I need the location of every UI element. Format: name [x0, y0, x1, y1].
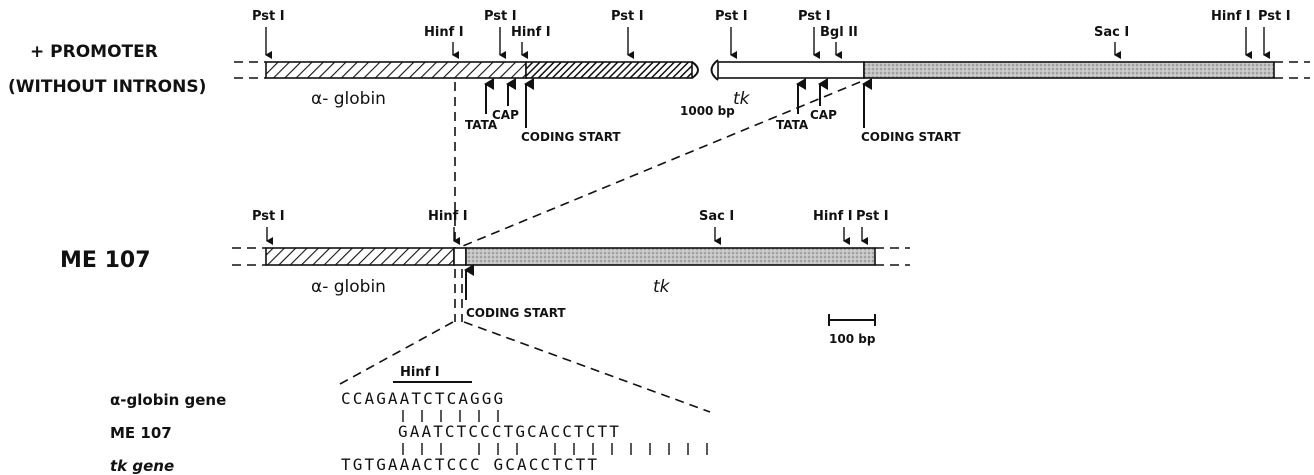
top-alpha-coding-start: CODING START	[521, 78, 621, 144]
top-tk-label: tk	[733, 89, 751, 109]
svg-text:CODING START: CODING START	[861, 130, 961, 144]
svg-text:Pst I: Pst I	[715, 9, 748, 24]
top-construct: + PROMOTER (WITHOUT INTRONS) Pst I Hinf …	[8, 9, 1310, 144]
me107-alpha-globin-label: α- globin	[311, 277, 386, 297]
top-alpha-globin-label: α- globin	[311, 89, 386, 109]
me107-site-hinf1: Hinf I	[428, 209, 468, 245]
hinf1-site-label: Hinf I	[400, 365, 440, 380]
break-size-label: 1000 bp	[680, 104, 735, 118]
svg-text:Pst I: Pst I	[252, 209, 285, 224]
top-site-sac1: Sac I	[1094, 25, 1129, 59]
scale-bar: 100 bp	[828, 314, 876, 346]
me107-alpha-globin-segment	[265, 247, 455, 266]
top-construct-label-line2: (WITHOUT INTRONS)	[8, 77, 206, 97]
tk-gene-sequence: TGTGAAACTCCC GCACCTCTT	[341, 455, 599, 474]
svg-text:Hinf I: Hinf I	[813, 209, 853, 224]
svg-text:Sac I: Sac I	[1094, 25, 1129, 40]
top-alpha-cap: CAP	[492, 78, 519, 122]
top-site-pst1-d: Pst I	[715, 9, 748, 59]
top-site-hinf1-a: Hinf I	[424, 25, 464, 59]
top-construct-label-line1: + PROMOTER	[30, 42, 158, 62]
svg-text:Pst I: Pst I	[1258, 9, 1291, 24]
svg-text:Hinf I: Hinf I	[511, 25, 551, 40]
break-mark-right	[710, 59, 719, 81]
svg-text:CAP: CAP	[492, 108, 519, 122]
tk-gene-label: tk gene	[110, 457, 174, 475]
svg-text:Pst I: Pst I	[798, 9, 831, 24]
me107-coding-start: CODING START	[464, 264, 566, 320]
alpha-globin-gene-label: α-globin gene	[110, 391, 226, 409]
me107-tk-segment	[465, 247, 876, 266]
top-tk-coding-start: CODING START	[861, 78, 961, 144]
scale-bar-label: 100 bp	[829, 332, 876, 346]
identity-ticks-upper	[402, 410, 499, 422]
me107-site-sac1: Sac I	[699, 209, 734, 245]
svg-text:Sac I: Sac I	[699, 209, 734, 224]
svg-text:TATA: TATA	[776, 118, 809, 132]
me107-site-hinf1-b: Hinf I	[813, 209, 853, 245]
connector-tk-start	[457, 81, 861, 249]
me107-sequence: GAATCTCCCTGCACCTCTT	[398, 422, 621, 441]
sequence-alignment: Hinf I α-globin gene ME 107 tk gene CCAG…	[110, 365, 708, 475]
alpha-globin-promoter-segment	[265, 61, 527, 79]
me107-seq-label: ME 107	[110, 424, 172, 442]
svg-text:Pst I: Pst I	[856, 209, 889, 224]
svg-text:Bgl II: Bgl II	[820, 25, 858, 40]
tk-promoter-segment	[717, 61, 865, 79]
svg-text:Hinf I: Hinf I	[1211, 9, 1251, 24]
top-site-pst1-f: Pst I	[1258, 9, 1291, 59]
svg-text:Hinf I: Hinf I	[428, 209, 468, 224]
svg-text:Pst I: Pst I	[252, 9, 285, 24]
top-tk-cap: CAP	[810, 78, 837, 122]
identity-ticks-lower	[402, 443, 708, 455]
top-site-bgl2: Bgl II	[820, 25, 858, 59]
top-site-hinf1-c: Hinf I	[1211, 9, 1252, 59]
me107-construct: ME 107 Pst I Hinf I Sac I Hinf I Pst I α…	[60, 209, 910, 346]
top-site-pst1-a: Pst I	[252, 9, 285, 59]
svg-text:Pst I: Pst I	[484, 9, 517, 24]
alpha-globin-coding-segment	[525, 61, 693, 79]
me107-tk-label: tk	[653, 277, 671, 297]
break-mark-left	[691, 61, 699, 79]
top-site-pst1-b: Pst I	[484, 9, 517, 59]
top-site-pst1-e: Pst I	[798, 9, 831, 59]
svg-text:Hinf I: Hinf I	[424, 25, 464, 40]
svg-text:CODING START: CODING START	[466, 306, 566, 320]
top-site-pst1-c: Pst I	[611, 9, 644, 59]
alpha-globin-sequence: CCAGAATCTCAGGG	[341, 389, 505, 408]
svg-text:Pst I: Pst I	[611, 9, 644, 24]
top-tk-tata: TATA	[776, 78, 809, 132]
me107-junction-segment	[453, 247, 467, 266]
zoom-connector-right	[463, 321, 711, 413]
svg-text:CAP: CAP	[810, 108, 837, 122]
svg-text:CODING START: CODING START	[521, 130, 621, 144]
me107-label: ME 107	[60, 248, 151, 273]
me107-site-pst1-a: Pst I	[252, 209, 285, 245]
tk-coding-segment	[863, 61, 1275, 79]
svg-text:TATA: TATA	[465, 118, 498, 132]
me107-site-pst1-b: Pst I	[856, 209, 889, 245]
top-site-hinf1-b: Hinf I	[511, 25, 551, 59]
zoom-connector-left	[339, 321, 454, 385]
top-alpha-tata: TATA	[465, 78, 498, 132]
